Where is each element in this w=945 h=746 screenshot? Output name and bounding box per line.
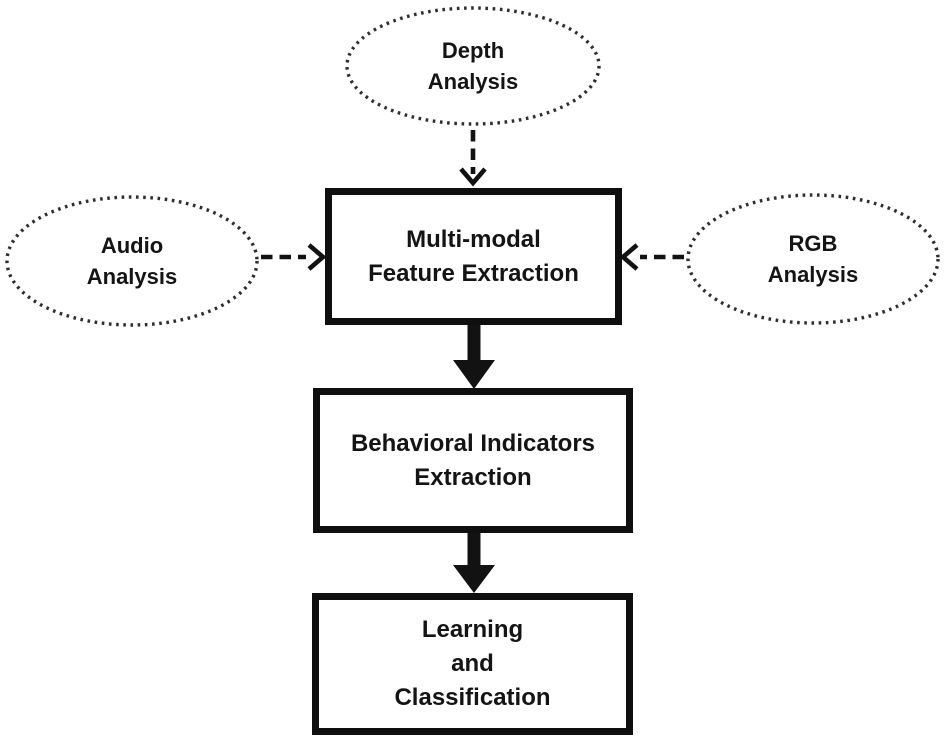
learning-classification-label: Learning and Classification — [394, 616, 551, 711]
feature-to-behavioral-arrow — [453, 325, 495, 389]
behavioral-to-learning-arrow — [453, 531, 495, 593]
depth-analysis-label: Depth Analysis — [427, 38, 519, 94]
rgb-analysis-label: RGB Analysis — [767, 231, 859, 287]
behavioral-indicators-box: Behavioral Indicators Extraction — [313, 388, 633, 533]
audio-analysis-label: Audio Analysis — [86, 233, 178, 289]
rgb-to-feature-arrow — [619, 243, 684, 271]
feature-extraction-label: Multi-modal Feature Extraction — [368, 225, 579, 287]
behavioral-indicators-label: Behavioral Indicators Extraction — [350, 429, 596, 491]
audio-to-feature-arrow — [261, 243, 327, 271]
feature-extraction-box: Multi-modal Feature Extraction — [325, 188, 622, 325]
depth-analysis-ellipse — [345, 6, 601, 126]
rgb-analysis-ellipse — [686, 193, 940, 325]
audio-analysis-ellipse — [5, 195, 259, 327]
depth-to-feature-arrow — [459, 130, 487, 187]
learning-classification-box: Learning and Classification — [312, 593, 633, 735]
